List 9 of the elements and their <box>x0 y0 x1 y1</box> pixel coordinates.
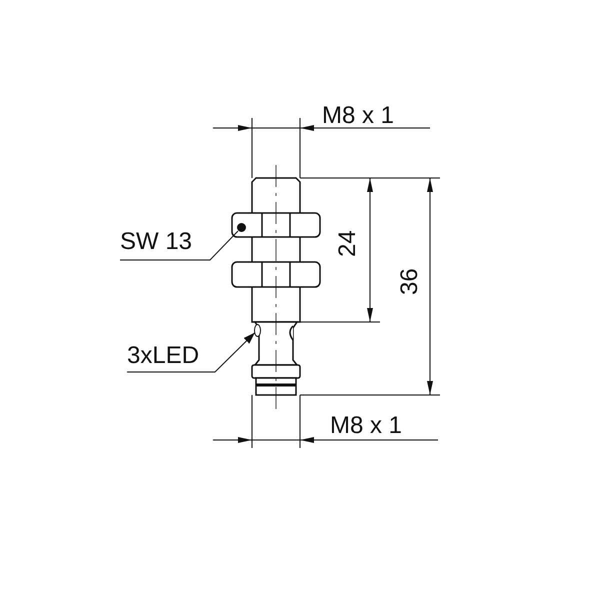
callout-label: SW 13 <box>120 230 212 258</box>
led-window <box>254 324 261 337</box>
leader-line <box>126 332 256 372</box>
callout-label: 3xLED <box>127 344 215 372</box>
dimension-label: M8 x 1 <box>322 104 394 128</box>
leader-line <box>120 230 238 260</box>
dimension-label: 36 <box>398 268 422 295</box>
dimension-label: 24 <box>336 230 360 257</box>
dimension-label: M8 x 1 <box>330 414 402 438</box>
